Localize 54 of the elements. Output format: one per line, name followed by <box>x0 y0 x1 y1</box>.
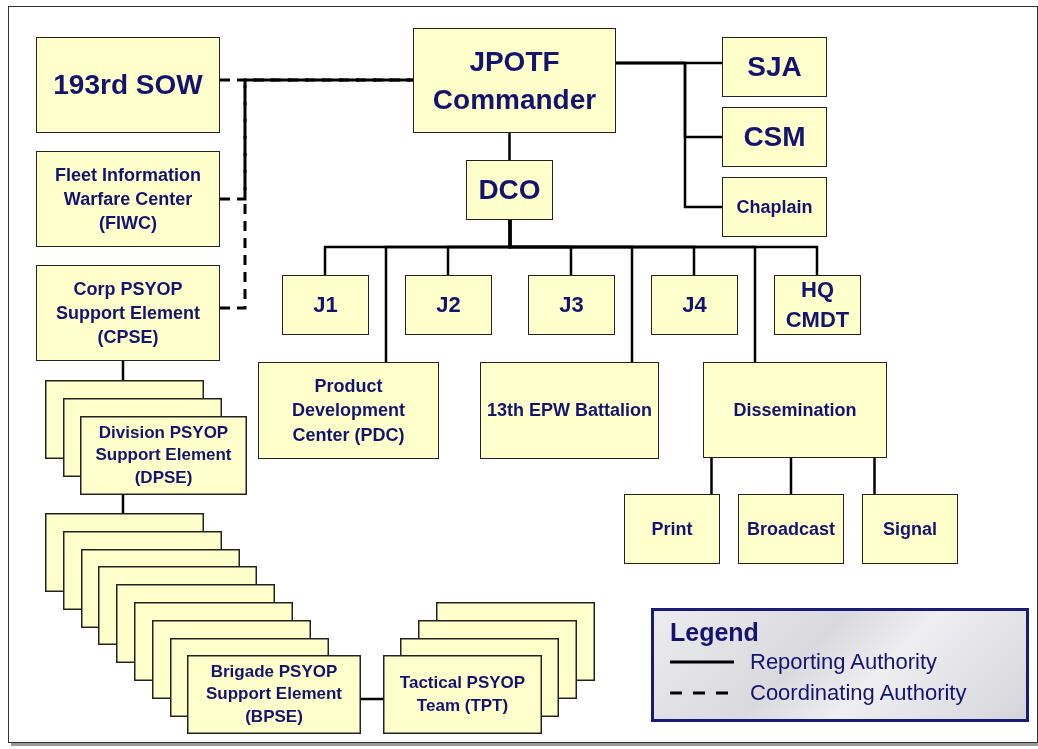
node-label: Corp PSYOP Support Element (CPSE) <box>55 277 201 350</box>
dashed-connector <box>220 78 413 310</box>
org-box <box>703 362 887 458</box>
org-box <box>405 275 492 335</box>
org-box <box>36 265 220 361</box>
node-label: 13th EPW Battalion <box>487 399 652 423</box>
node-label: J2 <box>436 291 461 320</box>
org-box <box>624 494 720 564</box>
node-label: Broadcast <box>747 517 835 541</box>
connector-line <box>873 458 876 494</box>
legend-text: Coordinating Authority <box>750 682 967 704</box>
node-label: Division PSYOP Support Element (DPSE) <box>94 422 233 489</box>
node-label: Tactical PSYOP Team (TPT) <box>398 672 527 717</box>
connector-line <box>508 220 757 362</box>
org-box <box>36 151 220 247</box>
org-box <box>36 37 220 133</box>
org-box <box>480 362 659 459</box>
node-label: Brigade PSYOP Support Element (BPSE) <box>205 661 343 728</box>
node-label: SJA <box>747 50 802 85</box>
legend-text: Reporting Authority <box>750 651 938 673</box>
org-box <box>258 362 439 459</box>
org-box <box>528 275 615 335</box>
node-label: CSM <box>743 120 806 155</box>
org-box <box>722 107 827 167</box>
org-box <box>722 177 827 237</box>
node-label: JPOTF Commander <box>431 44 598 117</box>
connector-line <box>616 61 722 209</box>
node-label: Product Development Center (PDC) <box>291 375 406 447</box>
node-label: Chaplain <box>736 195 813 219</box>
node-label: J3 <box>559 291 584 320</box>
org-box <box>282 275 369 335</box>
node-label: HQ CMDT <box>784 276 851 334</box>
node-label: J1 <box>313 291 338 320</box>
node-label: Signal <box>883 517 937 541</box>
dashed-connector <box>220 78 413 201</box>
org-box <box>774 275 861 335</box>
org-box <box>466 160 553 220</box>
connector-line <box>789 458 793 494</box>
connector-line <box>361 697 383 701</box>
node-label: Print <box>651 517 693 541</box>
org-box <box>738 494 844 564</box>
org-box <box>413 28 616 133</box>
legend-title: Legend <box>670 619 760 647</box>
node-label: J4 <box>682 291 707 320</box>
org-box <box>862 494 958 564</box>
node-label: 193rd SOW <box>53 68 203 103</box>
org-box <box>722 37 827 97</box>
node-label: DCO <box>478 173 541 208</box>
node-label: Fleet Information Warfare Center (FIWC) <box>54 163 202 236</box>
connector-line <box>121 361 125 380</box>
node-label: Dissemination <box>733 398 857 422</box>
connector-line <box>508 133 511 160</box>
org-box <box>651 275 738 335</box>
connector-line <box>710 458 713 494</box>
